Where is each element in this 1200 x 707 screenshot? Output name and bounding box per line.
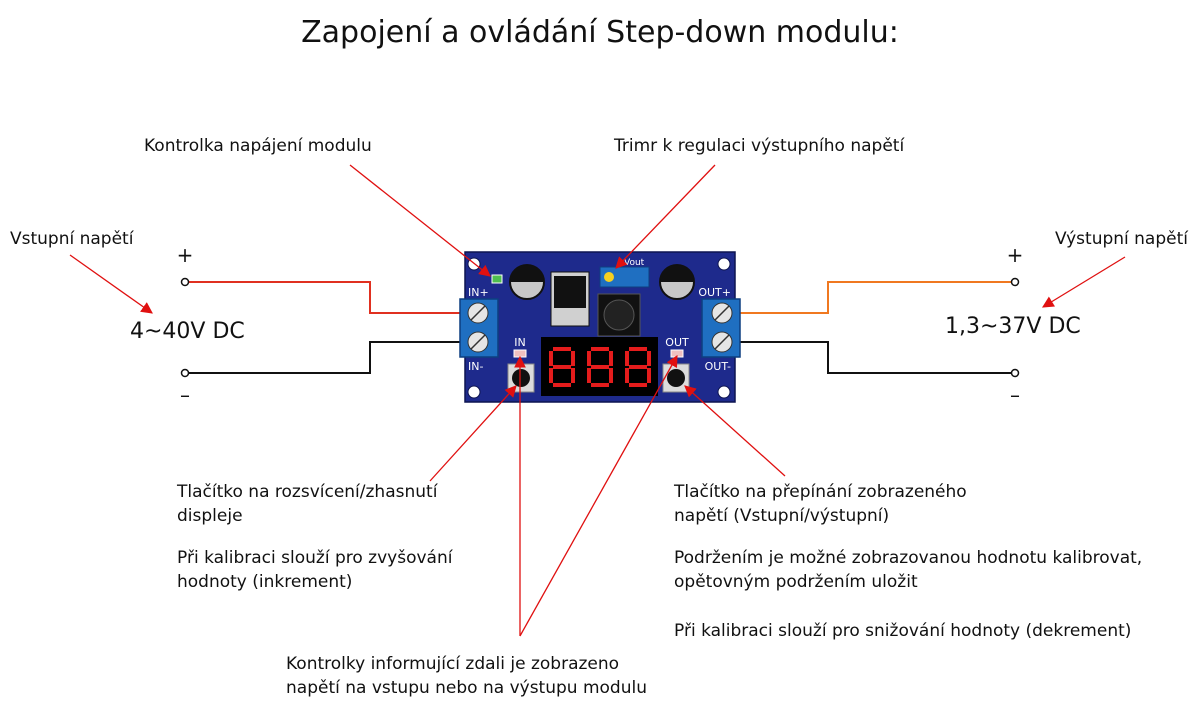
output-minus-symbol: – <box>1010 383 1020 407</box>
output-voltage-label: Výstupní napětí <box>1055 229 1189 249</box>
module-board: Vout IN+ IN- OUT+ OUT- IN OUT <box>459 251 741 403</box>
right-button-text-1: Tlačítko na přepínání zobrazeného <box>673 482 967 502</box>
right-button-text-4: opětovným podržením uložit <box>674 572 918 592</box>
display-segment-a <box>553 347 571 351</box>
input-minus-symbol: – <box>180 383 190 407</box>
display-segment-a <box>591 347 609 351</box>
arrow-right-button <box>684 385 786 477</box>
mounting-hole <box>717 385 731 399</box>
board-out-led-label: OUT <box>665 336 689 349</box>
display-segment-c <box>647 368 651 383</box>
seven-segment-display <box>541 337 658 396</box>
display-segment-c <box>609 368 613 383</box>
board-in-led-label: IN <box>514 336 525 349</box>
arrow-input-voltage <box>69 254 153 314</box>
display-segment-b <box>609 351 613 366</box>
input-positive-wire <box>185 281 462 314</box>
input-negative-terminal-dot <box>180 368 190 378</box>
display-digits <box>549 347 651 387</box>
display-segment-d <box>591 383 609 387</box>
indicator-leds-text-2: napětí na vstupu nebo na výstupu modulu <box>286 678 647 698</box>
regulator-chip <box>550 271 590 327</box>
output-terminal-block <box>701 298 741 358</box>
input-negative-wire <box>185 341 462 374</box>
indicator-leds-text-1: Kontrolky informující zdali je zobrazeno <box>286 654 619 674</box>
display-segment-g <box>553 365 571 369</box>
board-in-plus-label: IN+ <box>468 286 489 299</box>
arrow-trimmer <box>615 164 716 269</box>
left-button-text-1: Tlačítko na rozsvícení/zhasnutí <box>176 482 439 502</box>
display-segment-e <box>549 368 553 383</box>
trimmer-vout-text: Vout <box>624 258 645 268</box>
board-in-minus-label: IN- <box>468 360 483 373</box>
display-segment-b <box>647 351 651 366</box>
display-segment-g <box>591 365 609 369</box>
output-negative-terminal-dot <box>1010 368 1020 378</box>
voltage-select-button[interactable] <box>662 363 690 393</box>
display-segment-f <box>587 351 591 366</box>
right-button-text-2: napětí (Vstupní/výstupní) <box>674 506 889 526</box>
display-segment-f <box>625 351 629 366</box>
output-positive-terminal-dot <box>1010 277 1020 287</box>
right-button-text-3: Podržením je možné zobrazovanou hodnotu … <box>674 548 1142 568</box>
output-plus-symbol: + <box>1007 243 1024 267</box>
arrow-output-voltage <box>1042 256 1126 308</box>
left-button-text-4: hodnoty (inkrement) <box>177 572 352 592</box>
trimmer-label: Trimr k regulaci výstupního napětí <box>613 136 905 156</box>
output-range-label: 1,3~37V DC <box>945 314 1081 339</box>
output-capacitor <box>659 264 695 300</box>
left-button-text-2: displeje <box>177 506 243 526</box>
input-plus-symbol: + <box>177 243 194 267</box>
display-segment-e <box>587 368 591 383</box>
output-negative-wire <box>738 341 1015 374</box>
input-capacitor <box>509 264 545 300</box>
out-indicator-led <box>670 349 684 358</box>
display-segment-e <box>625 368 629 383</box>
display-segment-c <box>571 368 575 383</box>
display-segment-g <box>629 365 647 369</box>
display-segment-a <box>629 347 647 351</box>
arrow-power-led <box>349 164 491 277</box>
mounting-hole <box>717 257 731 271</box>
input-voltage-label: Vstupní napětí <box>10 229 135 249</box>
display-segment-d <box>629 383 647 387</box>
board-out-minus-label: OUT- <box>705 360 731 373</box>
power-led-label: Kontrolka napájení modulu <box>144 136 372 156</box>
power-led <box>491 274 503 284</box>
input-terminal-block <box>459 298 499 358</box>
trimmer-screw <box>604 272 614 282</box>
in-indicator-led <box>513 349 527 358</box>
input-range-label: 4~40V DC <box>130 319 245 344</box>
display-segment-d <box>553 383 571 387</box>
right-button-text-5: Při kalibraci slouží pro snižování hodno… <box>674 621 1131 641</box>
arrow-out-indicator <box>519 354 678 637</box>
left-button-text-3: Při kalibraci slouží pro zvyšování <box>177 548 454 568</box>
mounting-hole <box>467 385 481 399</box>
display-toggle-button[interactable] <box>507 363 535 393</box>
inductor <box>597 293 641 337</box>
board-out-plus-label: OUT+ <box>698 286 731 299</box>
display-segment-b <box>571 351 575 366</box>
display-segment-f <box>549 351 553 366</box>
page-title: Zapojení a ovládání Step-down modulu: <box>301 15 899 50</box>
input-positive-terminal-dot <box>180 277 190 287</box>
output-positive-wire <box>738 281 1015 314</box>
arrow-left-button <box>429 385 517 482</box>
